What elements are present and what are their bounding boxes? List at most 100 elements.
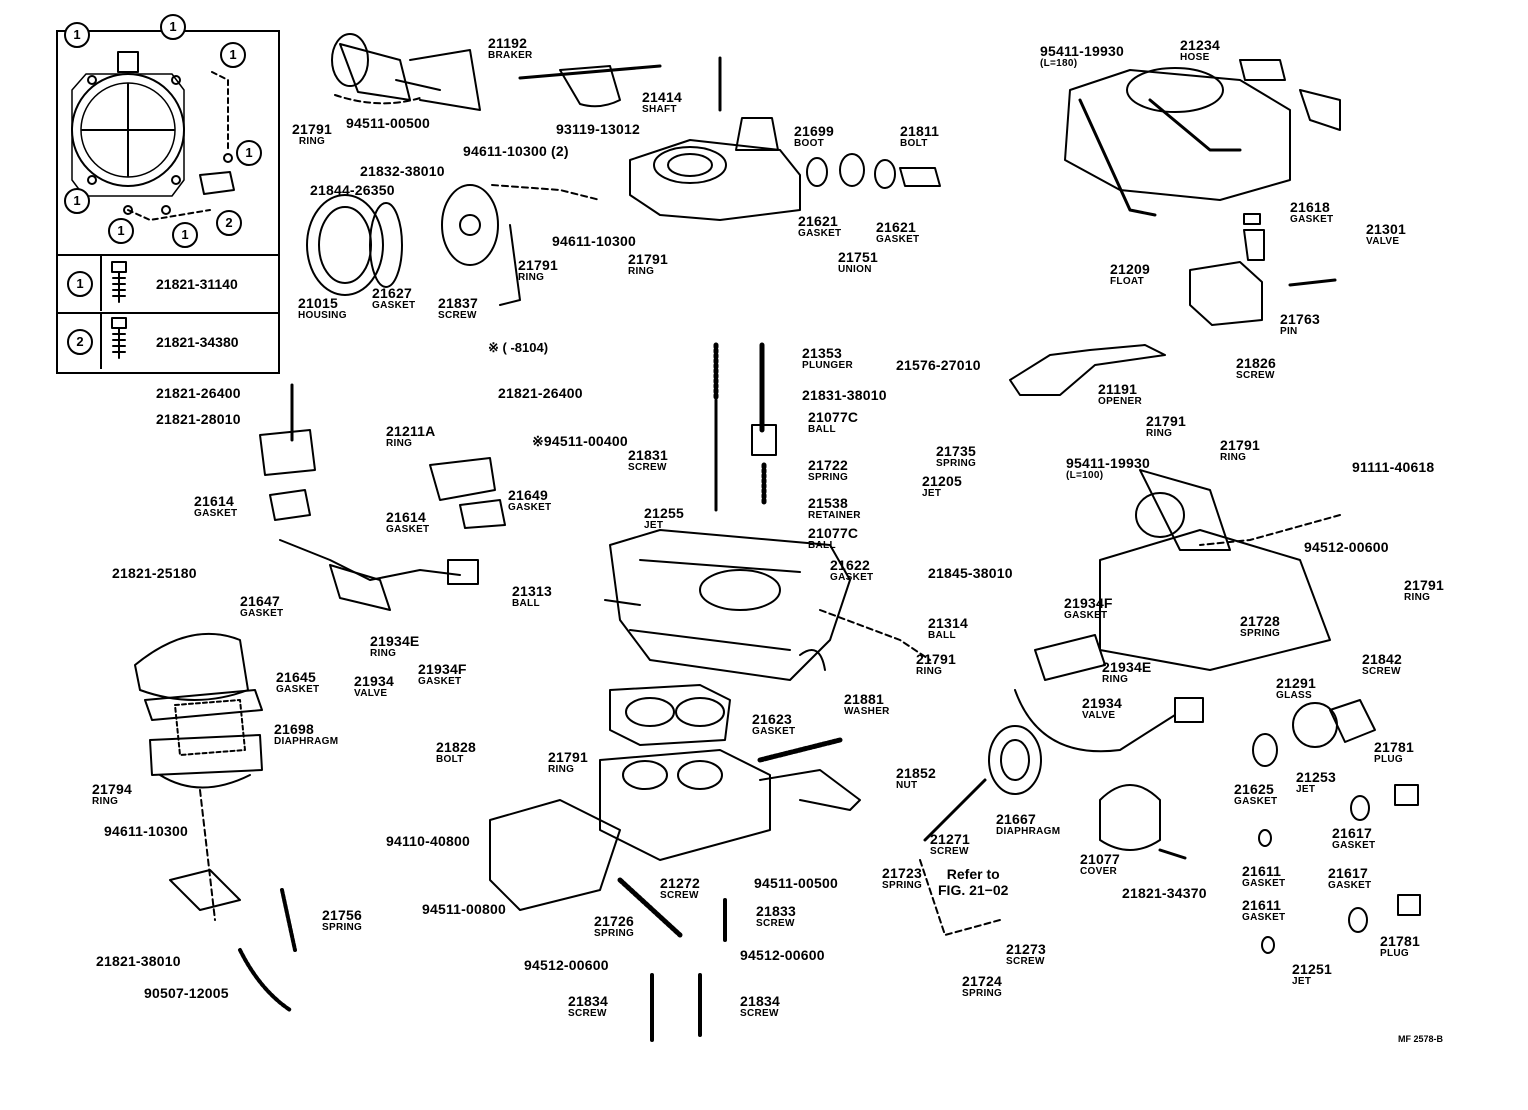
part-number: 21621: [798, 213, 838, 229]
callout: 95411-19930(L=180): [1040, 44, 1124, 69]
callout: 94511-00500: [346, 116, 430, 130]
part-number: 21291: [1276, 675, 1316, 691]
part-number: 21251: [1292, 961, 1332, 977]
callout: 21821-25180: [112, 566, 197, 580]
drawing-code: MF 2578-B: [1398, 1034, 1444, 1044]
part-number: 21211A: [386, 423, 436, 439]
fuel-cut-solenoid-right: [1014, 634, 1204, 753]
part-number: 21791: [292, 121, 332, 137]
part-number: 21234: [1180, 37, 1220, 53]
part-number: 94611-10300: [104, 823, 188, 839]
throttle-body: [489, 684, 861, 911]
part-number: 21205: [922, 473, 962, 489]
part-name: BOLT: [436, 754, 464, 765]
part-name: GASKET: [798, 228, 842, 239]
part-number: 21623: [752, 711, 792, 727]
part-number: 21821-26400: [156, 385, 241, 401]
choke-opener: [1009, 344, 1331, 671]
part-name: GASKET: [1332, 840, 1376, 851]
part-number: 21821-25180: [112, 565, 197, 581]
inset-marker: 1: [160, 14, 186, 40]
part-name: GASKET: [1242, 912, 1286, 923]
part-name: JET: [644, 520, 664, 531]
part-number: 21209: [1110, 261, 1150, 277]
part-name: RING: [92, 796, 119, 807]
callout: 21821-26400: [498, 386, 583, 400]
part-name: RING: [298, 136, 326, 147]
part-name: SCREW: [1006, 956, 1045, 967]
part-number: 21273: [1006, 941, 1046, 957]
part-name: SCREW: [568, 1008, 607, 1019]
part-number: 21272: [660, 875, 700, 891]
part-name: SPRING: [808, 472, 849, 483]
part-name: RING: [916, 666, 943, 677]
part-name: PLUG: [1374, 754, 1403, 765]
part-name: JET: [1296, 784, 1316, 795]
part-name: RING: [386, 438, 413, 449]
figure-reference-line1: Refer to: [946, 866, 1000, 882]
part-name: NUT: [896, 780, 918, 791]
part-number: 21791: [1146, 413, 1186, 429]
part-number: 21015: [298, 295, 338, 311]
part-number: 21781: [1374, 739, 1414, 755]
callout: 94110-40800: [386, 834, 470, 848]
part-name: GASKET: [876, 234, 920, 245]
part-number: 21077C: [808, 525, 859, 541]
part-name: PIN: [1280, 326, 1298, 337]
inset-marker: 1: [64, 22, 90, 48]
part-name: GASKET: [1064, 610, 1108, 621]
part-number: 21271: [930, 831, 970, 847]
part-number: 21667: [996, 811, 1036, 827]
part-number: 21301: [1366, 221, 1406, 237]
inset-marker: 1: [236, 140, 262, 166]
inset-marker: 1: [172, 222, 198, 248]
inset-marker: 1: [108, 218, 134, 244]
inset-marker: 1: [67, 271, 93, 297]
part-name: JET: [922, 488, 942, 499]
part-number: 90507-12005: [144, 985, 229, 1001]
part-name: VALVE: [354, 688, 388, 699]
part-name: GASKET: [508, 502, 552, 513]
part-name: RING: [1102, 674, 1129, 685]
part-name: BRAKER: [488, 50, 533, 61]
part-number: 21791: [1404, 577, 1444, 593]
part-name: GASKET: [276, 684, 320, 695]
part-name: PLUG: [1380, 948, 1409, 959]
part-name: SPRING: [594, 928, 635, 939]
part-number: 21253: [1296, 769, 1336, 785]
callout: 91111-40618: [1352, 460, 1434, 474]
part-name: RING: [1220, 452, 1247, 463]
housing-21015: [306, 184, 499, 296]
part-name: OPENER: [1098, 396, 1143, 407]
part-number: 21756: [322, 907, 362, 923]
part-number: 21845-38010: [928, 565, 1013, 581]
part-number: 21763: [1280, 311, 1320, 327]
callout: 21576-27010: [896, 358, 981, 372]
part-name: GASKET: [194, 508, 238, 519]
part-number: 21934: [354, 673, 394, 689]
